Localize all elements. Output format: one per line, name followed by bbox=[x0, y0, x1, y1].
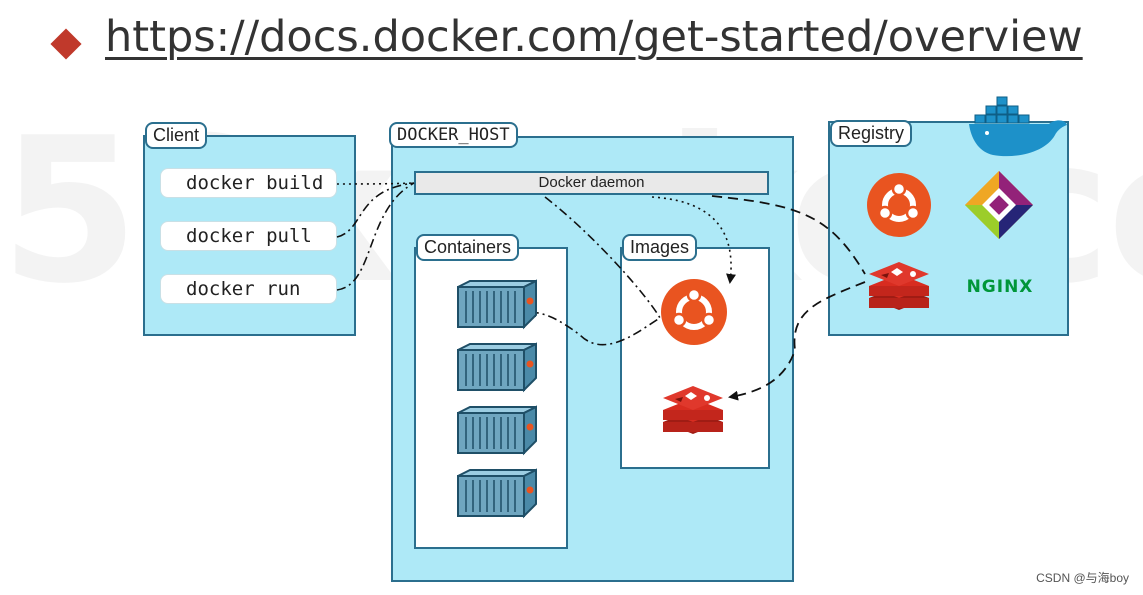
command-docker-run: docker run bbox=[160, 274, 337, 304]
client-label: Client bbox=[145, 122, 208, 149]
credit-text: CSDN @与海boy bbox=[1036, 571, 1129, 585]
docker-daemon-bar: Docker daemon bbox=[414, 171, 769, 195]
command-docker-build: docker build bbox=[160, 168, 337, 198]
redis-icon bbox=[663, 386, 723, 434]
container-icon bbox=[457, 343, 537, 391]
images-label: Images bbox=[622, 234, 698, 261]
docker-whale-icon bbox=[969, 96, 1067, 157]
container-icon bbox=[457, 280, 537, 328]
container-icon bbox=[457, 469, 537, 517]
nginx-logo-icon: NGINX bbox=[967, 277, 1034, 297]
ubuntu-icon bbox=[661, 279, 727, 345]
docs-url-link[interactable]: https://docs.docker.com/get-started/over… bbox=[105, 12, 1083, 62]
docker-host-label: DOCKER_HOST bbox=[389, 122, 518, 148]
containers-label: Containers bbox=[416, 234, 520, 261]
redis-icon bbox=[869, 262, 929, 310]
registry-label: Registry bbox=[830, 120, 913, 147]
command-docker-pull: docker pull bbox=[160, 221, 337, 251]
registry-panel bbox=[828, 121, 1069, 336]
ubuntu-icon bbox=[867, 173, 931, 237]
centos-icon bbox=[965, 171, 1033, 239]
container-icon bbox=[457, 406, 537, 454]
